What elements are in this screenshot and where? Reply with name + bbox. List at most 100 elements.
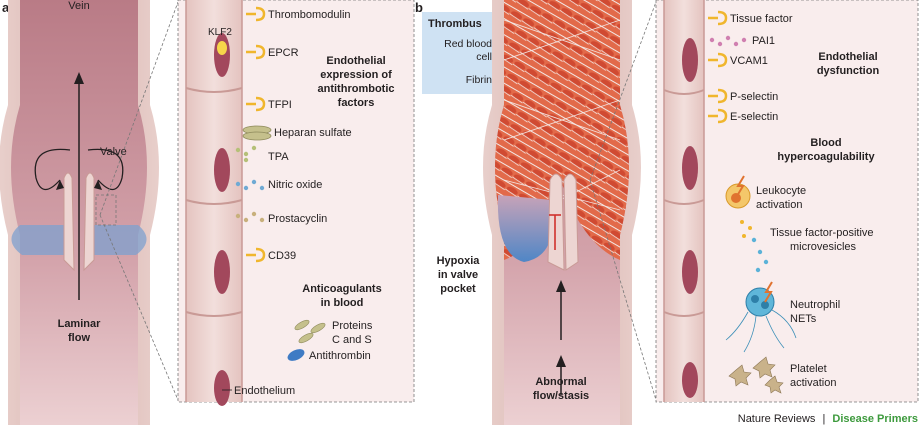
heading-line-4: factors: [338, 97, 375, 109]
valve-leaflet-b-left: [547, 173, 565, 271]
prostacyclin-label: Prostacyclin: [268, 213, 327, 225]
thrombus-mass: [495, 0, 629, 260]
valve-leaflet-left: [63, 172, 75, 272]
antithrombotic-heading: Endothelial expression of antithrombotic…: [318, 55, 395, 109]
tf-microvesicles-label-2: microvesicles: [790, 241, 857, 253]
panel-a-letter: a: [2, 0, 10, 15]
vortex-arrow-right: [87, 148, 124, 191]
leukocyte-icon: [725, 175, 751, 209]
klf2-label: KLF2: [208, 27, 232, 38]
klf2-marker: [217, 41, 227, 55]
neutrophil-label-1: Neutrophil: [790, 299, 840, 311]
hypoxia-label-2: in valve: [438, 269, 478, 281]
vein-b: [483, 0, 641, 425]
vein-a: [0, 0, 159, 425]
leukocyte-label-1: Leukocyte: [756, 185, 806, 197]
nucleus: [214, 370, 230, 406]
fibrin-label: Fibrin: [466, 74, 492, 86]
tpa-dots-icon: [235, 145, 257, 163]
antithrombin-icon: [287, 349, 305, 361]
hypoxia-region: [497, 195, 552, 262]
p-selectin-receptor-icon: [708, 88, 728, 104]
tissue-factor-receptor-icon: [708, 10, 728, 26]
heparan-sulfate-label: Heparan sulfate: [274, 127, 352, 139]
thrombus-title: Thrombus: [428, 18, 482, 30]
endothelium-label: Endothelium: [234, 385, 295, 397]
hypoxia-label-1: Hypoxia: [437, 255, 481, 267]
tf-microvesicles-label-1: Tissue factor-positive: [770, 227, 874, 239]
proteins-label-1: Proteins: [332, 320, 373, 332]
nucleus: [682, 362, 698, 398]
pai1-label: PAI1: [752, 35, 775, 47]
receptors-b: [708, 10, 728, 124]
valve-leaflet-b-right: [563, 173, 579, 271]
endothelial-wall-b: [663, 0, 705, 402]
antithrombin-label: Antithrombin: [309, 350, 371, 362]
nucleus: [682, 250, 698, 294]
heading-line-2: expression of: [320, 69, 392, 81]
heading-line-1: Endothelial: [326, 55, 385, 67]
neutrophil-icon: [725, 281, 797, 353]
blood-pool-right: [88, 225, 147, 255]
hypoxia-label-3: pocket: [440, 283, 476, 295]
platelet-label-2: activation: [790, 377, 836, 389]
nitric-oxide-dots-icon: [235, 179, 265, 191]
e-selectin-label: E-selectin: [730, 111, 778, 123]
cd39-receptor-icon: [246, 247, 266, 263]
tfpi-receptor-icon: [246, 96, 266, 112]
nucleus: [682, 146, 698, 190]
leukocyte-label-2: activation: [756, 199, 802, 211]
abnormal-flow-label-2: flow/stasis: [533, 390, 589, 402]
tissue-factor-label: Tissue factor: [730, 13, 793, 25]
rbc-label-2: cell: [476, 51, 492, 63]
thrombus-legend-box: [422, 12, 498, 94]
epcr-label: EPCR: [268, 47, 299, 59]
hypercoagulability-label-1: Blood: [810, 137, 841, 149]
proteins-label-2: C and S: [332, 334, 372, 346]
zoom-connectors-a: [95, 1, 179, 401]
abnormal-flow-label-1: Abnormal: [535, 376, 586, 388]
pai1-dots-icon: [709, 35, 747, 47]
nucleus: [682, 38, 698, 82]
nucleus: [214, 148, 230, 192]
endothelial-wall-a: [185, 0, 243, 406]
dysfunction-label-1: Endothelial: [818, 51, 877, 63]
dysfunction-label-2: dysfunction: [817, 65, 880, 77]
thrombomodulin-receptor-icon: [246, 6, 266, 22]
heparan-sulfate-icon: [242, 125, 272, 141]
credit-line: Nature Reviews | Disease Primers: [738, 413, 918, 425]
platelet-icon: [728, 356, 784, 394]
epcr-receptor-icon: [246, 44, 266, 60]
credit-separator: |: [822, 413, 825, 425]
thrombomodulin-label: Thrombomodulin: [268, 9, 351, 21]
credit-journal: Nature Reviews: [738, 413, 816, 425]
credit-series: Disease Primers: [832, 413, 918, 425]
vcam1-label: VCAM1: [730, 55, 768, 67]
platelet-label-1: Platelet: [790, 363, 827, 375]
prostacyclin-dots-icon: [235, 211, 265, 223]
zoom-connectors-b: [589, 1, 657, 401]
hypercoagulability-label-2: hypercoagulability: [777, 151, 875, 163]
nucleus: [214, 250, 230, 294]
vein-label: Vein: [68, 0, 89, 12]
e-selectin-receptor-icon: [708, 108, 728, 124]
valve-leaflet-right: [83, 172, 95, 272]
tpa-label: TPA: [268, 151, 289, 163]
proteins-cs-icon: [294, 319, 326, 344]
p-selectin-label: P-selectin: [730, 91, 778, 103]
laminar-flow-label-2: flow: [68, 332, 90, 344]
laminar-flow-label-1: Laminar: [58, 318, 102, 330]
tfpi-label: TFPI: [268, 99, 292, 111]
blood-pool-left: [11, 225, 70, 255]
vortex-arrow-left: [34, 148, 71, 191]
microvesicle-dots-icon: [740, 220, 769, 273]
anticoagulants-label-2: in blood: [321, 297, 364, 309]
vcam1-receptor-icon: [708, 52, 728, 68]
rbc-label-1: Red blood: [444, 38, 492, 50]
neutrophil-label-2: NETs: [790, 313, 817, 325]
receptors-a: [246, 6, 266, 263]
anticoagulants-label-1: Anticoagulants: [302, 283, 381, 295]
panel-b-letter: b: [415, 0, 423, 15]
